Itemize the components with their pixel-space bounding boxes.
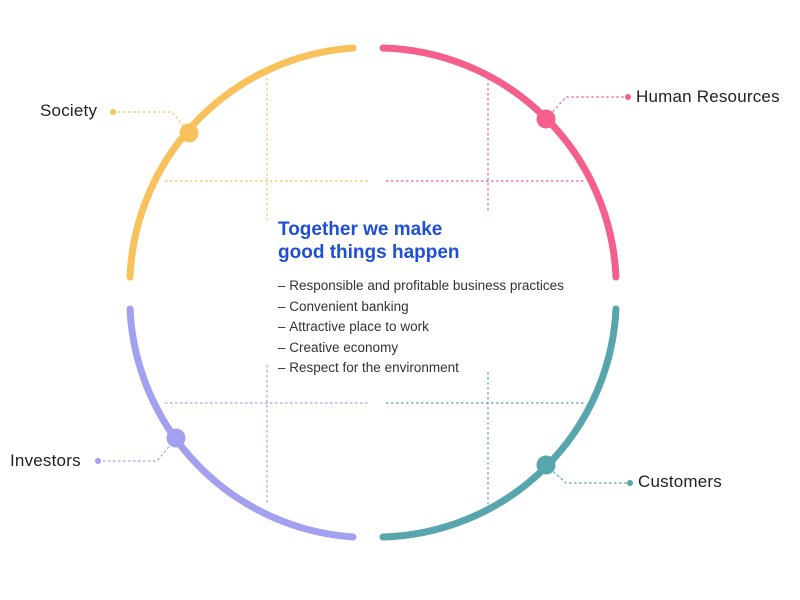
investors-connector: [98, 437, 177, 462]
customers-label: Customers: [638, 472, 722, 491]
hr-connector: [545, 96, 628, 120]
hr-node: [536, 109, 556, 129]
list-item: Responsible and profitable business prac…: [278, 276, 598, 297]
list-item: Respect for the environment: [278, 358, 598, 379]
list-item: Attractive place to work: [278, 317, 598, 338]
list-item: Convenient banking: [278, 297, 598, 318]
points-list: Responsible and profitable business prac…: [278, 276, 598, 379]
list-item: Creative economy: [278, 338, 598, 359]
headline-line-1: Together we make: [278, 219, 443, 240]
investors-label: Investors: [10, 451, 81, 470]
society-label-dot: [110, 109, 116, 115]
investors-label-dot: [95, 458, 101, 464]
customers-node: [536, 455, 556, 475]
society-label: Society: [40, 101, 98, 120]
hr-label-dot: [625, 94, 631, 100]
customers-label-dot: [627, 480, 633, 486]
headline-line-2: good things happen: [278, 242, 460, 263]
investors-arc: [126, 305, 357, 541]
headline: Together we make good things happen: [278, 218, 598, 264]
society-connector: [113, 111, 190, 134]
society-node: [179, 123, 199, 143]
society-arc: [126, 44, 357, 281]
customers-connector: [545, 464, 630, 484]
center-text-block: Together we make good things happen Resp…: [278, 218, 598, 379]
human-resources-label: Human Resources: [636, 87, 780, 106]
investors-node: [166, 428, 186, 448]
